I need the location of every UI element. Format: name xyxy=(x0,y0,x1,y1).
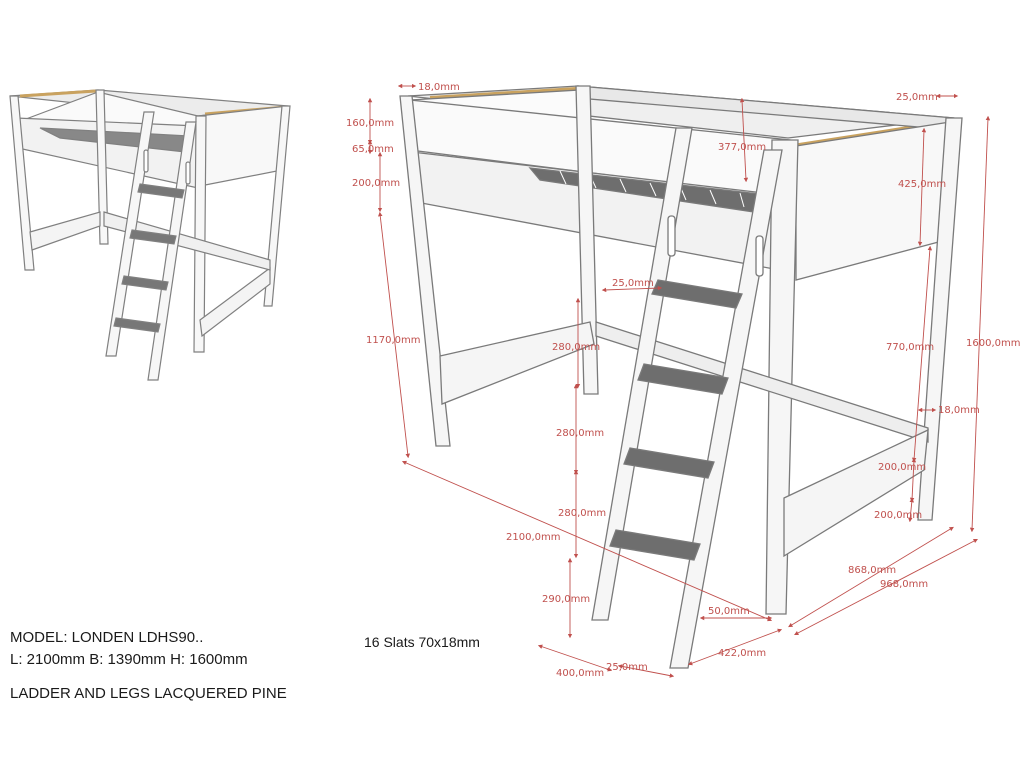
dim-head-panel: 425,0mm xyxy=(898,179,946,190)
dim-top-post: 18,0mm xyxy=(418,82,460,93)
dim-leg-height: 770,0mm xyxy=(886,342,934,353)
dim-step-spacing-1: 280,0mm xyxy=(552,342,600,353)
dimension-lines xyxy=(367,83,991,678)
dimensions-label: L: 2100mm B: 1390mm H: 1600mm xyxy=(10,651,248,668)
dim-leg-thickness: 18,0mm xyxy=(938,405,980,416)
dim-top-right-post: 25,0mm xyxy=(896,92,938,103)
dim-step-depth: 25,0mm xyxy=(612,278,654,289)
dim-ladder-foot: 50,0mm xyxy=(708,606,750,617)
dim-ladder-offset: 422,0mm xyxy=(718,648,766,659)
dim-lower-rail-2: 200,0mm xyxy=(874,510,922,521)
dim-step-spacing-3: 280,0mm xyxy=(558,508,606,519)
dim-rail-gap: 65,0mm xyxy=(352,144,394,155)
dim-lower-rail-1: 200,0mm xyxy=(878,462,926,473)
dim-bottom-step: 290,0mm xyxy=(542,594,590,605)
dim-step-spacing-2: 280,0mm xyxy=(556,428,604,439)
dim-inner-rail: 377,0mm xyxy=(718,142,766,153)
preview-bed xyxy=(9,89,291,381)
slats-note: 16 Slats 70x18mm xyxy=(364,634,480,650)
dim-total-height: 1600,0mm xyxy=(966,338,1020,349)
dim-rail-height: 160,0mm xyxy=(346,118,394,129)
dim-side-rail: 200,0mm xyxy=(352,178,400,189)
dimension-labels: 18,0mm 160,0mm 65,0mm 200,0mm 1170,0mm 3… xyxy=(346,82,1020,679)
dim-total-length: 2100,0mm xyxy=(506,532,560,543)
model-label: MODEL: LONDEN LDHS90.. xyxy=(10,629,204,646)
dim-ladder-rail: 25,0mm xyxy=(606,662,648,673)
main-bed xyxy=(399,85,963,669)
dim-under-height: 1170,0mm xyxy=(366,335,420,346)
dim-outer-width: 968,0mm xyxy=(880,579,928,590)
material-label: LADDER AND LEGS LACQUERED PINE xyxy=(10,685,287,702)
dim-inner-width: 868,0mm xyxy=(848,565,896,576)
dim-ladder-width: 400,0mm xyxy=(556,668,604,679)
